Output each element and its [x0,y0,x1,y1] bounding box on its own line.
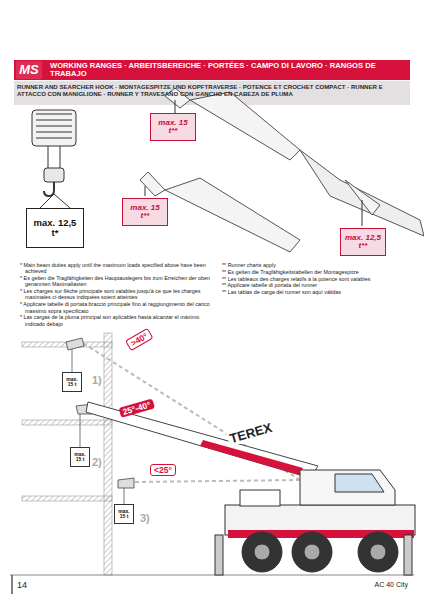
crane-carrier [215,470,415,575]
load-box: max. 15 t [114,504,134,524]
angle-label: >40° [125,328,153,351]
callout-number: 2) [92,456,102,468]
hook-ropes [72,340,124,504]
winch-hook [32,110,76,208]
load-text: max. 12,5 t** [343,234,383,251]
load-box: max. 12,5 t** [340,228,386,256]
building [10,333,414,575]
load-text: max. 15 t [73,452,87,463]
footnote: ** Es gelten die Tragfähigkeitstabellen … [222,269,402,275]
load-box: max. 12,5 t* [26,208,84,248]
footnotes-main: * Main beam duties apply until the maxim… [20,262,212,327]
load-box: max. 15 t [70,447,90,467]
callout-number: 1) [92,374,102,386]
subtitle: RUNNER AND SEARCHER HOOK · MONTAGESPITZE… [17,83,407,97]
footnote: ** Runner charts apply [222,262,402,268]
footnote: * Es gelten die Tragfähigkeiten des Haup… [20,275,212,288]
load-text: max. 12,5 t* [29,218,81,238]
load-box: max. 15 t** [122,198,168,226]
footnote: * Las cargas de la pluma principal son a… [20,314,212,327]
footnote: ** Las tablas de carga del runner son aq… [222,289,402,295]
header-title: WORKING RANGES · ARBEITSBEREICHE · PORTÉ… [50,62,406,78]
footnote: * Les charges sur flèche principale sont… [20,288,212,301]
load-text: max. 15 t [65,377,79,388]
footnote: * Main beam duties apply until the maxim… [20,262,212,275]
header-band [14,60,410,80]
footnote: * Applicare tabelle di portata braccio p… [20,301,212,314]
footer-bar [11,575,12,594]
load-box: max. 15 t [62,372,82,392]
load-text: max. 15 t** [125,204,165,221]
footnote: ** Les tableaux des charges relatifs à l… [222,276,402,282]
load-text: max. 15 t [117,509,131,520]
footnote: ** Applicare tabelle di portata del runn… [222,282,402,288]
section-code: MS [17,61,41,79]
load-box: max. 15 t** [150,113,196,141]
page-number: 14 [17,580,27,590]
callout-number: 3) [140,512,150,524]
angle-label: 25°-40° [119,399,155,418]
angle-label: <25° [150,464,176,476]
model-name: AC 40 City [346,581,408,588]
load-text: max. 15 t** [153,119,193,136]
footnotes-runner: ** Runner charts apply** Es gelten die T… [222,262,402,296]
brand-name: TEREX [226,419,276,446]
